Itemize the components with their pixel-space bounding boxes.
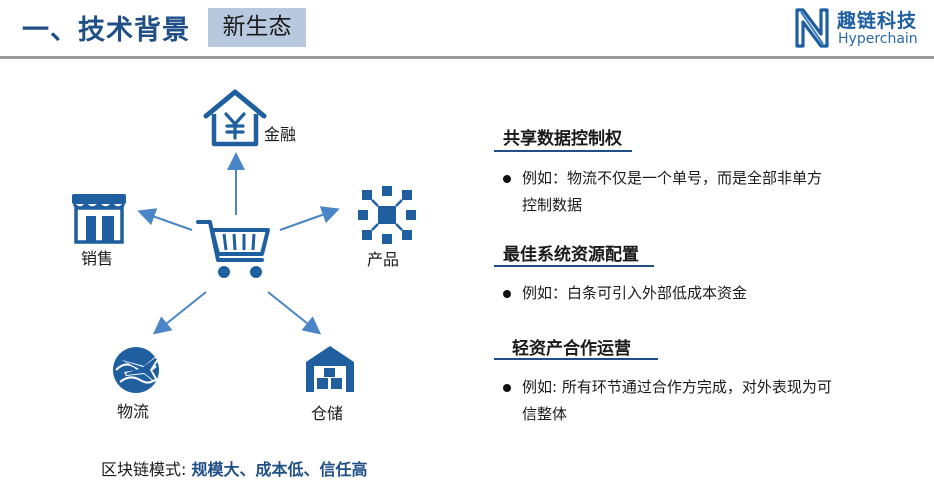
section-tag: 新生态 [208, 8, 306, 47]
feature-example-line: 例如：白条可引入外部低成本资金 [522, 284, 748, 302]
feature-example: 例如：白条可引入外部低成本资金 [522, 280, 862, 307]
cubes-network-icon [358, 186, 416, 244]
shopping-cart-icon [196, 220, 270, 278]
bank-yuan-icon [203, 89, 267, 147]
caption-prefix: 区块链模式: [101, 460, 192, 479]
caption-highlight: 规模大、成本低、信任高 [191, 460, 368, 479]
bullet-dot [503, 384, 511, 392]
feature-underline [494, 150, 632, 152]
feature-example-line: 信整体 [522, 405, 568, 423]
hyperchain-logo-icon [795, 8, 829, 48]
brand-name-en: Hyperchain [838, 31, 918, 47]
storefront-icon [72, 194, 126, 244]
feature-example-line: 例如：物流不仅是一个单号，而是全部非单方 [522, 169, 823, 187]
node-label-warehouse: 仓储 [311, 404, 344, 423]
node-label-finance: 金融 [264, 125, 297, 144]
bullet-dot [503, 290, 511, 298]
feature-underline [494, 358, 658, 360]
node-label-logistics: 物流 [117, 402, 150, 421]
feature-title-resource-allocation: 最佳系统资源配置 [503, 245, 639, 265]
feature-example: 例如：物流不仅是一个单号，而是全部非单方 控制数据 [522, 165, 862, 219]
arrow-to-sales [137, 208, 193, 231]
feature-example-line: 控制数据 [522, 196, 583, 214]
brand-name-cn: 趣链科技 [837, 10, 918, 32]
feature-example-line: 例如: 所有环节通过合作方完成，对外表现为可 [522, 378, 832, 396]
warehouse-icon [306, 346, 354, 392]
brand-logo: 趣链科技 Hyperchain [793, 4, 934, 52]
feature-title-light-asset: 轻资产合作运营 [512, 339, 631, 359]
globe-plane-icon [113, 347, 160, 393]
arrow-to-product [279, 206, 340, 231]
blockchain-mode-caption: 区块链模式: 规模大、成本低、信任高 [101, 456, 368, 480]
arrow-to-warehouse [267, 291, 322, 335]
feature-example: 例如: 所有环节通过合作方完成，对外表现为可 信整体 [522, 374, 882, 428]
bullet-dot [503, 175, 511, 183]
node-label-product: 产品 [367, 250, 400, 269]
feature-underline [494, 265, 654, 267]
node-label-sales: 销售 [81, 249, 114, 268]
arrow-to-logistics [152, 291, 207, 335]
feature-title-data-control: 共享数据控制权 [503, 129, 622, 149]
page-title: 一、技术背景 [22, 15, 190, 46]
header-divider [0, 56, 934, 59]
ecosystem-diagram [72, 89, 416, 393]
